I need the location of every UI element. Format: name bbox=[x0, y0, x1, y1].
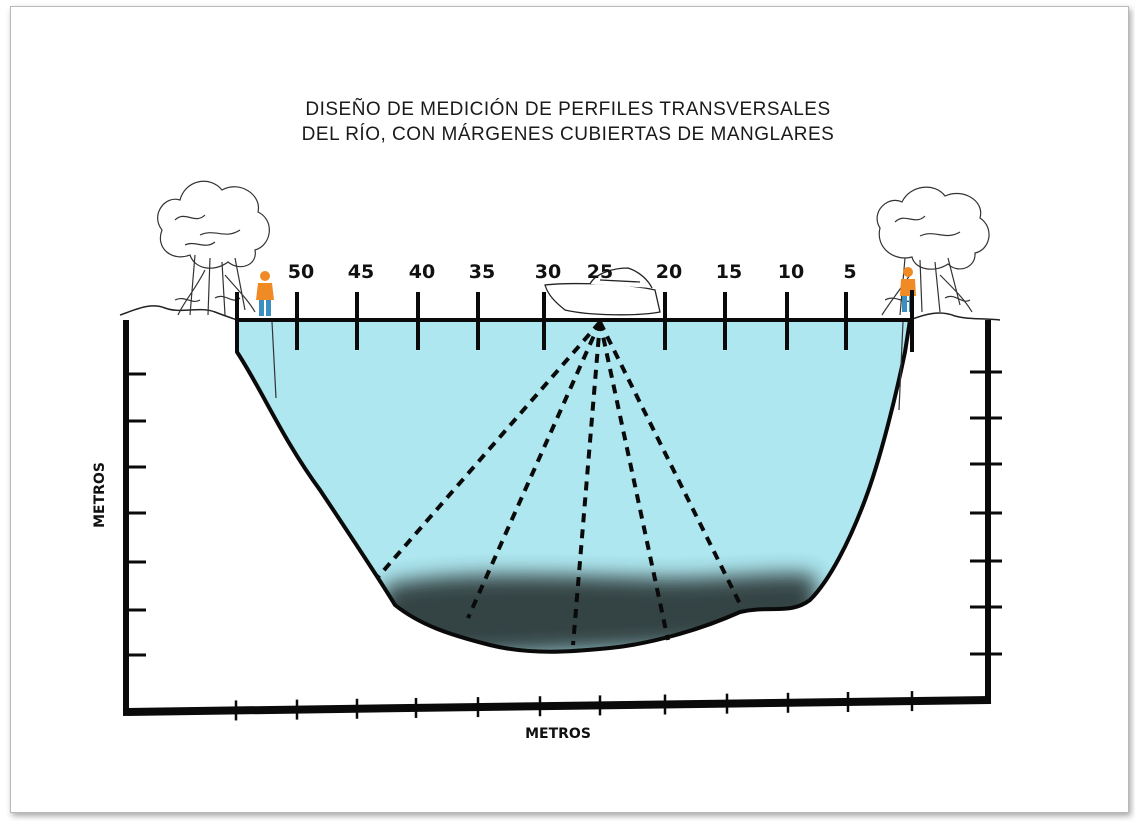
sounding-lines bbox=[376, 320, 742, 646]
station-label-20: 20 bbox=[656, 261, 682, 283]
person-icon bbox=[256, 271, 274, 316]
left-axis-ticks bbox=[126, 372, 146, 657]
station-label-35: 35 bbox=[469, 261, 495, 283]
title-line-1: DISEÑO DE MEDICIÓN DE PERFILES TRANSVERS… bbox=[305, 98, 830, 120]
sounding-line bbox=[598, 321, 742, 605]
sounding-line bbox=[376, 320, 602, 579]
station-label-50: 50 bbox=[288, 261, 314, 283]
sounding-line bbox=[466, 321, 602, 619]
y-axis-label: METROS bbox=[92, 462, 108, 528]
right-axis-ticks bbox=[970, 370, 1002, 656]
sounding-line bbox=[598, 321, 670, 641]
mangrove-tree-icon bbox=[157, 180, 270, 316]
title-line-2: DEL RÍO, CON MÁRGENES CUBIERTAS DE MANGL… bbox=[302, 124, 835, 145]
station-markers: 50 45 40 35 30 25 20 15 10 5 bbox=[288, 261, 857, 350]
station-label-15: 15 bbox=[716, 261, 742, 283]
sounding-line bbox=[571, 321, 602, 646]
station-label-5: 5 bbox=[843, 261, 856, 283]
bottom-axis-ticks bbox=[234, 691, 914, 721]
right-bank-ground bbox=[909, 312, 1001, 321]
riverbed-sediment bbox=[370, 573, 820, 652]
station-label-10: 10 bbox=[778, 261, 804, 283]
station-label-30: 30 bbox=[535, 261, 561, 283]
x-axis-label: METROS bbox=[525, 726, 591, 742]
right-measuring-rope bbox=[898, 321, 904, 411]
mangrove-tree-icon bbox=[876, 186, 990, 316]
boat-icon bbox=[544, 267, 661, 316]
bottom-axis bbox=[122, 696, 992, 716]
station-label-45: 45 bbox=[348, 261, 374, 283]
riverbed-outline bbox=[235, 319, 912, 654]
station-label-25: 25 bbox=[587, 261, 613, 283]
river-water bbox=[237, 320, 910, 652]
left-measuring-rope bbox=[271, 321, 277, 399]
station-label-40: 40 bbox=[409, 261, 435, 283]
